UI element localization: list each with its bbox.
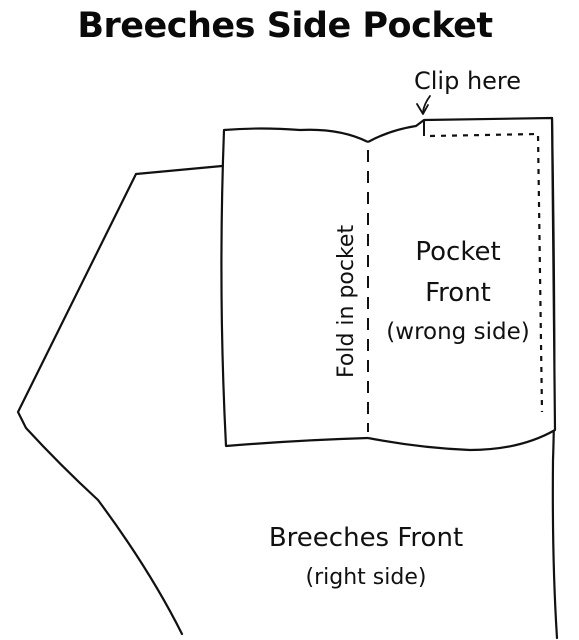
pocket-front-outline <box>367 116 557 452</box>
clip-here-label: Clip here <box>414 67 521 95</box>
pocket-front-label-line1: Pocket <box>415 237 500 267</box>
pocket-left-half <box>220 127 369 448</box>
pocket-front-label-line2: Front <box>425 278 491 308</box>
breeches-front-label-line1: Breeches Front <box>269 523 463 553</box>
diagram-title: Breeches Side Pocket <box>77 6 493 46</box>
breeches-front-label-line2: (right side) <box>306 565 427 590</box>
stitching-line <box>429 132 544 413</box>
pocket-front-label-line3: (wrong side) <box>386 319 529 345</box>
fold-in-pocket-label: Fold in pocket <box>334 225 359 378</box>
clip-arrow-icon <box>416 95 431 115</box>
breeches-front-outline <box>16 164 224 636</box>
